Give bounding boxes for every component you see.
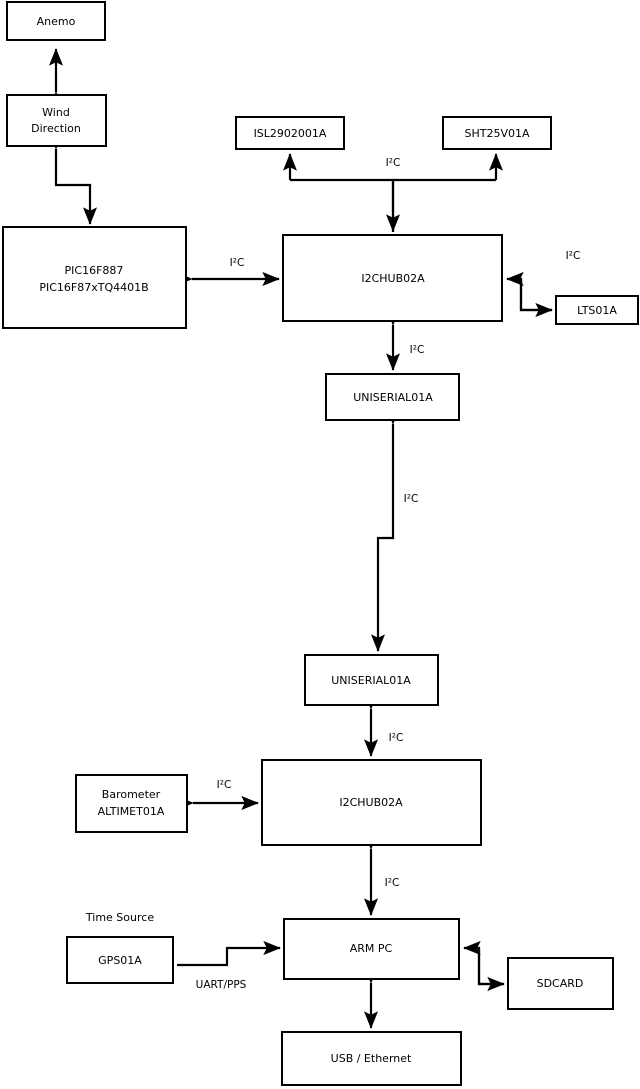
edge-label-barometer-hub: I²C bbox=[217, 779, 232, 791]
node-label-wind-direction-line1: Wind bbox=[42, 106, 70, 119]
edge-armpc-sdcard bbox=[463, 940, 505, 992]
node-label-isl2902001a: ISL2902001A bbox=[254, 127, 327, 140]
node-label-pic-line2: PIC16F87xTQ4401B bbox=[39, 281, 148, 294]
node-arm-pc[interactable]: ARM PC bbox=[283, 918, 460, 980]
node-pic-mcu[interactable]: PIC16F887 PIC16F87xTQ4401B bbox=[2, 226, 187, 329]
node-isl2902001a[interactable]: ISL2902001A bbox=[235, 116, 345, 150]
node-label-uniserial01a-top: UNISERIAL01A bbox=[353, 391, 433, 404]
edge-label-hub-sensors: I²C bbox=[386, 157, 401, 169]
node-sht25v01a[interactable]: SHT25V01A bbox=[442, 116, 552, 150]
edge-label-uniserial-link: I²C bbox=[404, 493, 419, 505]
node-label-sht25v01a: SHT25V01A bbox=[464, 127, 529, 140]
edge-uniserial-link: I²C bbox=[370, 407, 419, 652]
node-label-gps01a: GPS01A bbox=[98, 954, 142, 967]
edge-hub-lts: I²C bbox=[506, 250, 581, 318]
edge-label-hub-armpc: I²C bbox=[385, 877, 400, 889]
node-wind-direction[interactable]: Wind Direction bbox=[6, 94, 107, 147]
node-usb-ethernet[interactable]: USB / Ethernet bbox=[281, 1031, 462, 1086]
node-label-arm-pc: ARM PC bbox=[350, 942, 393, 955]
edge-label-hub-uniserial: I²C bbox=[410, 344, 425, 356]
node-label-usb-ethernet: USB / Ethernet bbox=[331, 1052, 412, 1065]
edge-hub-uniserial: I²C bbox=[385, 308, 425, 371]
node-label-i2chub02a-bottom: I2CHUB02A bbox=[339, 796, 403, 809]
label-time-source: Time Source bbox=[85, 911, 154, 924]
node-anemo[interactable]: Anemo bbox=[6, 1, 106, 41]
node-label-i2chub02a-top: I2CHUB02A bbox=[361, 272, 425, 285]
edge-label-gps-armpc: UART/PPS bbox=[196, 979, 247, 991]
edge-wind-pic bbox=[48, 132, 98, 225]
edge-label-pic-hub: I²C bbox=[230, 257, 245, 269]
edge-gps-armpc: UART/PPS bbox=[177, 940, 281, 991]
node-uniserial01a-top[interactable]: UNISERIAL01A bbox=[325, 373, 460, 421]
node-sdcard[interactable]: SDCARD bbox=[507, 957, 614, 1010]
node-barometer-altimet01a[interactable]: Barometer ALTIMET01A bbox=[75, 774, 188, 833]
edge-hub-armpc: I²C bbox=[363, 832, 400, 916]
edge-label-uniserial-hub-bot: I²C bbox=[389, 732, 404, 744]
node-label-anemo: Anemo bbox=[37, 15, 76, 28]
node-label-wind-direction-line2: Direction bbox=[31, 122, 81, 135]
node-label-lts01a: LTS01A bbox=[577, 304, 617, 317]
edge-hub-sensors: I²C bbox=[282, 153, 504, 232]
node-label-uniserial01a-bottom: UNISERIAL01A bbox=[331, 674, 411, 687]
node-i2chub02a-top[interactable]: I2CHUB02A bbox=[282, 234, 503, 322]
node-uniserial01a-bottom[interactable]: UNISERIAL01A bbox=[304, 654, 439, 706]
edge-barometer-hub: I²C bbox=[176, 779, 259, 811]
node-i2chub02a-bottom[interactable]: I2CHUB02A bbox=[261, 759, 482, 846]
node-label-barometer-line1: Barometer bbox=[102, 788, 161, 801]
edge-uniserial-hub-bot: I²C bbox=[363, 692, 404, 757]
node-gps01a[interactable]: GPS01A bbox=[66, 936, 174, 984]
node-label-barometer-line2: ALTIMET01A bbox=[98, 805, 165, 818]
edge-label-hub-lts: I²C bbox=[566, 250, 581, 262]
node-label-sdcard: SDCARD bbox=[537, 977, 584, 990]
node-lts01a[interactable]: LTS01A bbox=[555, 295, 639, 325]
node-label-pic-line1: PIC16F887 bbox=[65, 264, 124, 277]
edge-pic-hub: I²C bbox=[175, 257, 280, 287]
